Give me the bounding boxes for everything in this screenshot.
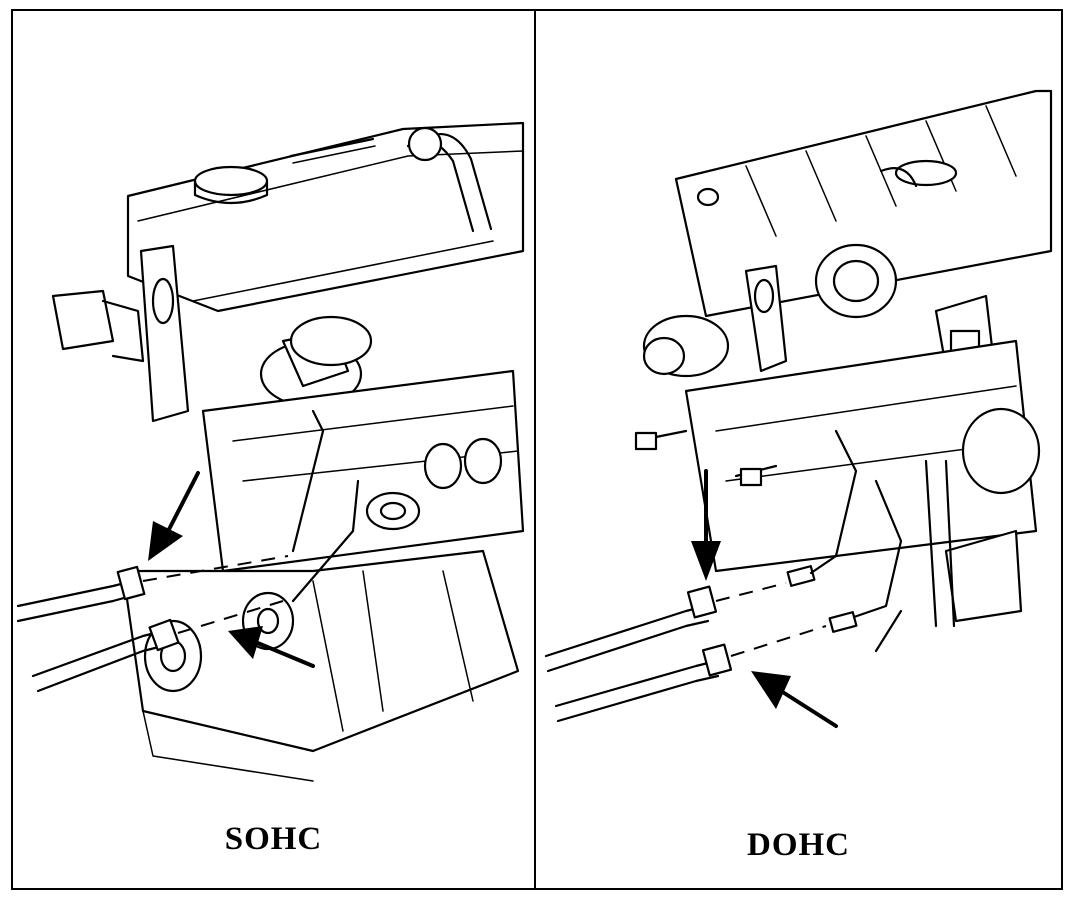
valve-cover bbox=[126, 121, 525, 313]
panel-caption-sohc: SOHC bbox=[224, 821, 323, 857]
lifting-bracket bbox=[139, 244, 190, 423]
oil-filler-cap bbox=[193, 165, 269, 197]
arrow-icon bbox=[691, 469, 721, 581]
sohc-panel: SOHC bbox=[11, 9, 536, 890]
panel-caption-dohc: DOHC bbox=[747, 827, 850, 863]
arrow-icon bbox=[751, 671, 838, 728]
thermostat-housing bbox=[51, 289, 115, 351]
dohc-panel: DOHC bbox=[534, 9, 1063, 890]
sohc-engine-illustration bbox=[16, 121, 525, 782]
intake-manifold bbox=[201, 369, 525, 573]
fuel-line-upper bbox=[544, 604, 708, 658]
fuel-line-upper bbox=[16, 579, 135, 608]
arrow-icon bbox=[228, 626, 315, 668]
oil-filler-cap bbox=[894, 159, 958, 187]
arrow-icon bbox=[148, 471, 200, 561]
dohc-engine-illustration bbox=[544, 89, 1053, 728]
cam-cover bbox=[674, 89, 1053, 318]
